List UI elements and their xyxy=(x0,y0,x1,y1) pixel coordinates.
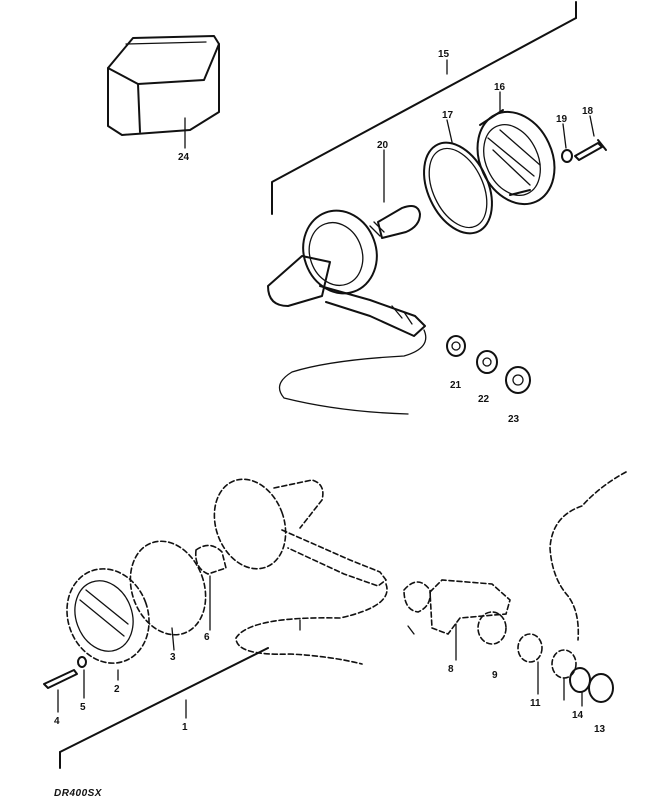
label-part-8: 8 xyxy=(448,664,454,675)
label-part-9: 9 xyxy=(492,670,498,681)
top-wire xyxy=(278,329,427,415)
label-part-21: 21 xyxy=(450,380,462,391)
bottom-nuts xyxy=(477,611,614,707)
right-wire xyxy=(549,471,627,641)
label-part-1: 1 xyxy=(182,722,188,733)
label-part-2: 2 xyxy=(114,684,120,695)
label-part-5: 5 xyxy=(80,702,86,713)
label-part-15: 15 xyxy=(438,49,450,60)
top-housing xyxy=(267,209,426,337)
label-part-16: 16 xyxy=(494,82,506,93)
label-part-23: 23 xyxy=(508,414,520,425)
bottom-lens xyxy=(66,568,150,681)
label-part-17: 17 xyxy=(442,110,454,121)
label-part-18: 18 xyxy=(582,106,594,117)
callout-labels: 15 16 17 18 19 20 24 21 22 23 6 3 2 1 5 … xyxy=(54,49,606,799)
label-part-11: 11 xyxy=(530,698,541,709)
bottom-group-bracket xyxy=(59,647,269,769)
top-group-bracket xyxy=(271,1,577,215)
reflector-block xyxy=(107,35,220,149)
top-gasket xyxy=(423,119,493,235)
bottom-screw-and-washer xyxy=(43,656,87,713)
bottom-mount-bracket xyxy=(403,579,511,661)
label-part-20: 20 xyxy=(377,140,389,151)
bottom-gasket xyxy=(129,540,207,651)
top-nuts xyxy=(446,335,531,394)
label-part-6: 6 xyxy=(204,632,210,643)
label-part-13: 13 xyxy=(594,724,606,735)
label-part-22: 22 xyxy=(478,394,490,405)
top-bulb xyxy=(369,149,421,239)
label-part-19: 19 xyxy=(556,114,568,125)
label-part-24: 24 xyxy=(178,152,190,163)
label-part-4: 4 xyxy=(54,716,60,727)
top-lens xyxy=(476,91,556,206)
bottom-wire xyxy=(235,583,388,665)
label-part-3: 3 xyxy=(170,652,176,663)
bottom-housing xyxy=(213,478,388,587)
bottom-bulb xyxy=(194,544,227,631)
top-washer-and-screw xyxy=(561,115,607,163)
label-part-14: 14 xyxy=(572,710,584,721)
model-code: DR400SX xyxy=(54,788,103,799)
